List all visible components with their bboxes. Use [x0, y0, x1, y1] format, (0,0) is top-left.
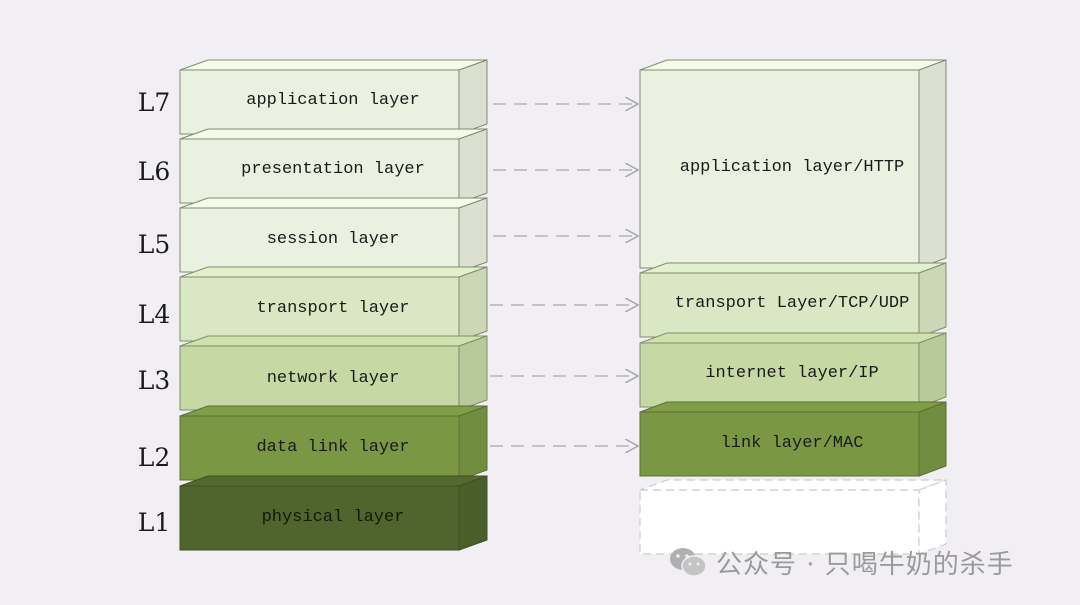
- svg-text:presentation layer: presentation layer: [241, 160, 425, 179]
- svg-text:application layer/HTTP: application layer/HTTP: [680, 158, 904, 177]
- osi-layer-transport: transport layer: [179, 266, 488, 342]
- svg-text:transport layer: transport layer: [256, 299, 409, 318]
- level-label-l5: L5: [137, 230, 171, 259]
- svg-text:link layer/MAC: link layer/MAC: [721, 434, 864, 453]
- osi-layer-network: network layer: [179, 335, 488, 411]
- osi-layer-data-link: data link layer: [179, 405, 488, 481]
- osi-layer-session: session layer: [179, 197, 488, 273]
- tcpip-layer-link: link layer/MAC: [639, 401, 947, 477]
- wechat-icon: [670, 548, 707, 577]
- osi-layer-presentation: presentation layer: [179, 128, 488, 204]
- tcpip-layer-internet: internet layer/IP: [639, 332, 947, 408]
- tcpip-layer-transport: transport Layer/TCP/UDP: [639, 262, 947, 338]
- watermark: 公众号 · 只喝牛奶的杀手: [668, 544, 1014, 580]
- level-label-l3: L3: [137, 366, 171, 395]
- osi-layer-application: application layer: [179, 59, 488, 135]
- svg-text:network layer: network layer: [267, 369, 400, 388]
- tcpip-layer-empty-placeholder: [639, 479, 947, 555]
- tcpip-layer-application: application layer/HTTP: [639, 59, 947, 269]
- svg-text:transport Layer/TCP/UDP: transport Layer/TCP/UDP: [675, 294, 910, 313]
- osi-layer-physical: physical layer: [179, 475, 488, 551]
- watermark-text: 公众号 · 只喝牛奶的杀手: [716, 549, 1014, 580]
- level-label-l7: L7: [137, 88, 171, 117]
- svg-text:session layer: session layer: [267, 230, 400, 249]
- svg-text:data link layer: data link layer: [256, 438, 409, 457]
- level-label-l6: L6: [137, 157, 171, 186]
- level-label-l2: L2: [137, 443, 171, 472]
- svg-text:internet layer/IP: internet layer/IP: [705, 364, 878, 383]
- svg-text:application layer: application layer: [246, 91, 419, 110]
- level-label-l4: L4: [137, 300, 171, 329]
- svg-text:physical layer: physical layer: [262, 508, 405, 527]
- level-label-l1: L1: [137, 508, 171, 537]
